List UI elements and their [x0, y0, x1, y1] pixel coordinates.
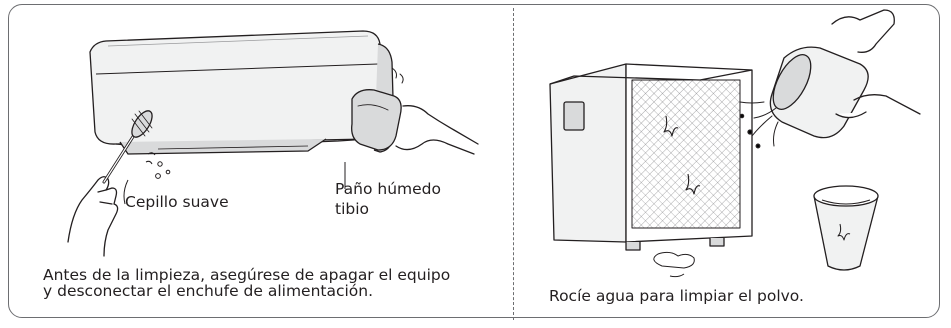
brush-hand: [67, 110, 153, 257]
outdoor-unit-illustration: [549, 9, 921, 278]
outdoor-unit-cleaning-panel: Rocíe agua para limpiar el polvo.: [514, 4, 940, 318]
caption-warning-line1: Antes de la limpieza, asegúrese de apaga…: [43, 266, 451, 284]
indoor-unit-cleaning-panel: Cepillo suave Paño húmedo tibio Antes de…: [8, 4, 513, 318]
cloth-hand: [351, 67, 479, 155]
brush-label: Cepillo suave: [125, 193, 229, 211]
instruction-frame: [8, 4, 940, 318]
water-bucket: [813, 185, 879, 271]
outdoor-ac-unit: [549, 63, 753, 278]
dust-particles: [145, 152, 171, 179]
pouring-bucket-hand: [739, 9, 921, 149]
cloth-label-line1: Paño húmedo: [335, 180, 441, 198]
panel-divider: [513, 8, 514, 320]
caption-spray-water: Rocíe agua para limpiar el polvo.: [549, 287, 804, 305]
caption-warning-line2: y desconectar el enchufe de alimentación…: [43, 282, 374, 300]
cloth-label-line2: tibio: [335, 200, 370, 218]
indoor-ac-unit: [89, 30, 395, 155]
label-leaders: [123, 162, 346, 205]
indoor-unit-illustration: [67, 30, 479, 257]
